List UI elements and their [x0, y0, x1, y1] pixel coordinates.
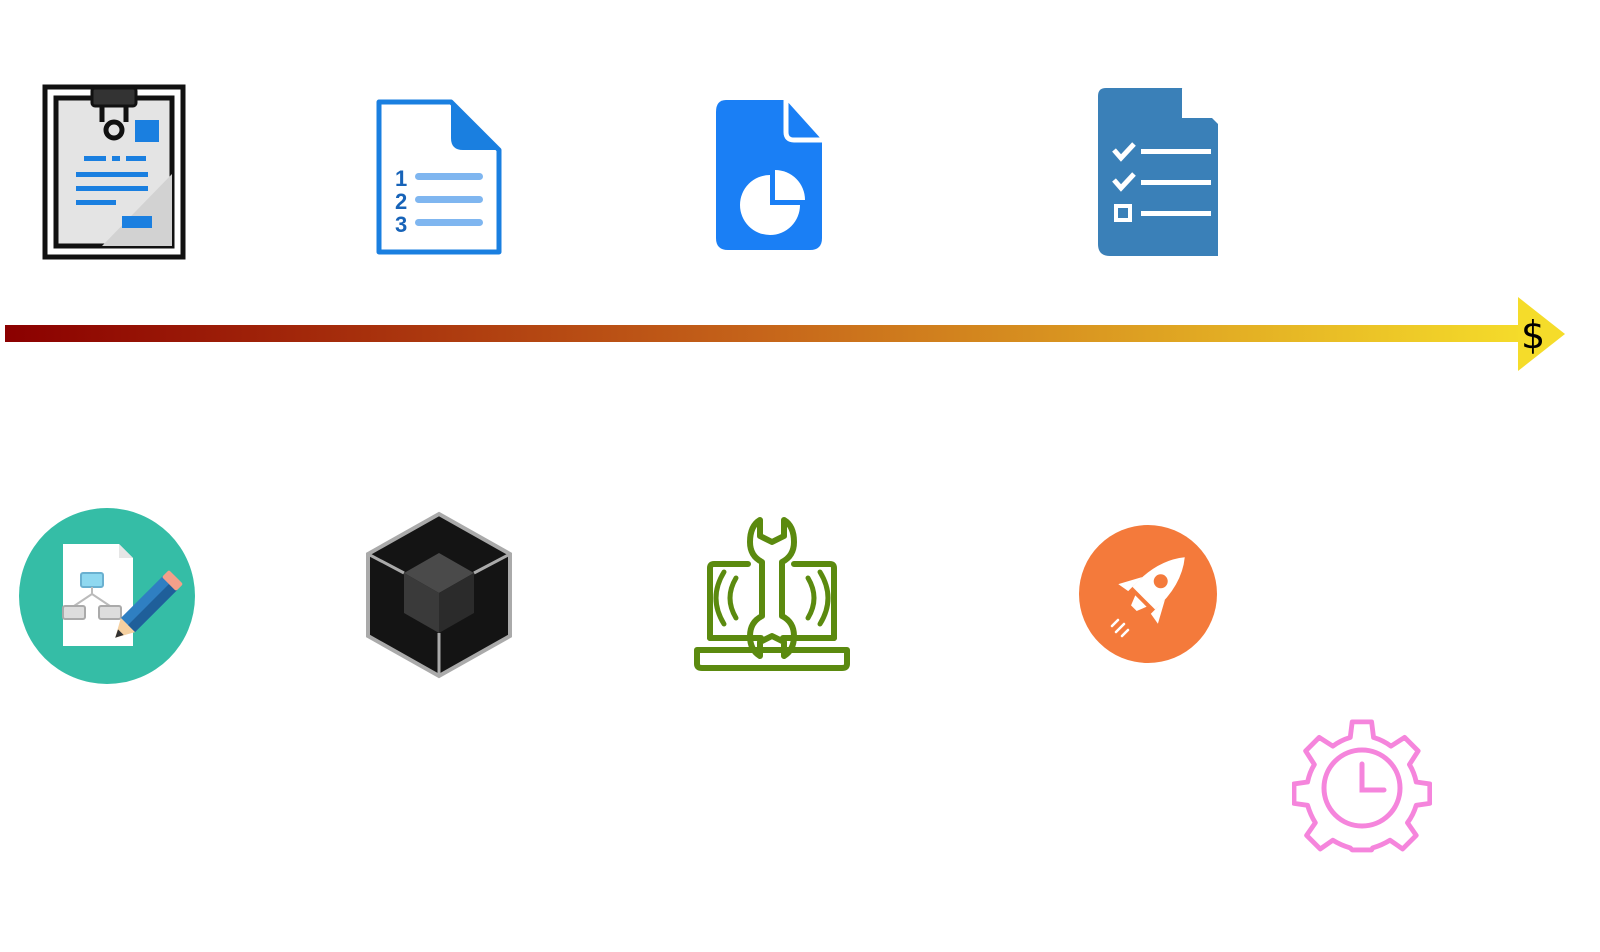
rocket-launch-icon: [1079, 525, 1217, 663]
checklist-document-icon: [1098, 88, 1218, 256]
gear-clock-icon: [1292, 719, 1432, 853]
timeline-shaft: [5, 325, 1525, 342]
timeline-arrow: $: [5, 297, 1565, 371]
timeline-arrowhead: [1518, 297, 1565, 371]
cube-build-icon: [366, 511, 512, 679]
pie-chart-document-icon: [716, 100, 822, 250]
svg-text:3: 3: [395, 212, 407, 237]
svg-text:1: 1: [395, 166, 407, 191]
timeline-end-label: $: [1521, 313, 1545, 357]
laptop-wrench-icon: [694, 517, 850, 671]
svg-text:2: 2: [395, 189, 407, 214]
clipboard-document-icon: [42, 84, 186, 260]
diagram-design-icon: [19, 508, 195, 684]
numbered-list-document-icon: 1 2 3: [376, 99, 502, 255]
